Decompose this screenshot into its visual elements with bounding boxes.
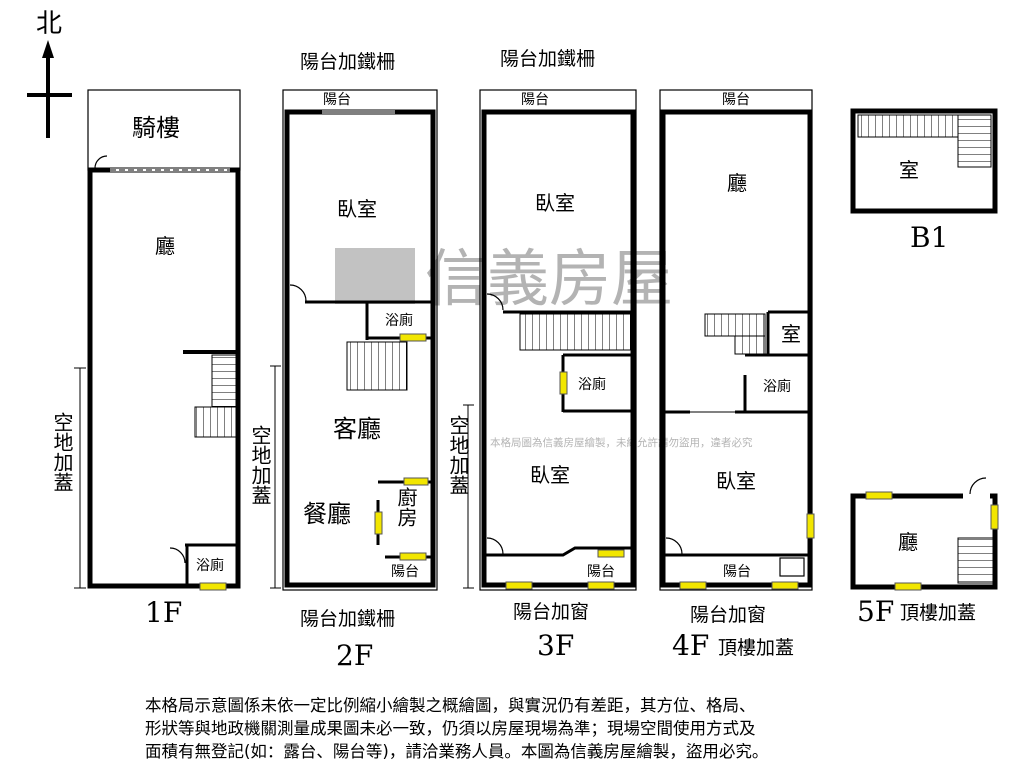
window xyxy=(587,581,615,590)
floor-label: 2F xyxy=(336,639,373,672)
stairs xyxy=(194,406,239,438)
annex-note: 空地加蓋 xyxy=(50,412,74,492)
north-arrow: 北 xyxy=(27,9,72,138)
room-kitchen: 廚房 xyxy=(394,486,418,527)
window xyxy=(771,581,799,590)
balcony-note: 陽台加鐵柵 xyxy=(300,608,395,630)
stairs xyxy=(734,335,766,355)
room-hall: 廳 xyxy=(727,171,747,195)
balcony-label: 陽台 xyxy=(521,92,549,108)
room-living: 客廳 xyxy=(333,415,381,443)
floor-5f: 廳 5F 頂樓加蓋 xyxy=(850,477,999,628)
disclaimer-line: 本格局示意圖係未依一定比例縮小繪製之概繪圖，與實況仍有差距，其方位、格局、 xyxy=(145,696,756,715)
window xyxy=(374,511,383,535)
floor-label: 4F xyxy=(672,629,709,662)
window xyxy=(990,504,999,530)
floor-1f: 騎樓 廳 浴廁 空地加蓋 1F xyxy=(50,89,241,629)
window xyxy=(559,371,568,395)
window xyxy=(399,333,427,342)
disclaimer-line: 形狀等與地政機關測量成果圖未必一致，仍須以房屋現場為準；現場空間使用方式及 xyxy=(145,719,756,738)
window xyxy=(865,491,893,500)
room-hall: 廳 xyxy=(898,530,918,554)
balcony-note: 陽台加鐵柵 xyxy=(500,48,595,70)
window xyxy=(505,581,533,590)
window xyxy=(806,513,815,539)
floor-label: 5F xyxy=(857,595,894,628)
floor-3f: 陽台加鐵柵 陽台 臥室 浴廁 臥室 陽台 空地加蓋 陽台加窗 3F xyxy=(446,48,637,662)
room-hall: 廳 xyxy=(155,234,175,258)
watermark-notice: 本格局圖為信義房屋繪製，未經允許請勿盜用，違者必究 xyxy=(490,436,753,449)
floor-4f: 陽台 廳 室 浴廁 臥室 陽台 陽台加窗 4F 頂樓加蓋 xyxy=(659,89,815,662)
room-bath: 浴廁 xyxy=(578,376,606,393)
window xyxy=(597,549,625,558)
balcony-label: 陽台 xyxy=(722,92,750,108)
window xyxy=(894,582,922,591)
stairs xyxy=(211,354,239,408)
balcony-note: 陽台加窗 xyxy=(690,604,766,626)
floor-label: B1 xyxy=(910,221,948,254)
disclaimer: 本格局示意圖係未依一定比例縮小繪製之概繪圖，與實況仍有差距，其方位、格局、 形狀… xyxy=(145,694,768,763)
room-bedroom: 臥室 xyxy=(535,191,575,215)
room-bath: 浴廁 xyxy=(196,557,224,574)
floor-label: 3F xyxy=(537,629,574,662)
floor-2f: 陽台加鐵柵 陽台 臥室 浴廁 客廳 餐廳 廚房 陽台 空地加蓋 陽台加鐵柵 2F xyxy=(248,51,438,672)
north-label: 北 xyxy=(36,9,62,39)
annex-note: 空地加蓋 xyxy=(248,425,272,505)
balcony-label: 陽台 xyxy=(587,564,615,580)
floor-note: 頂樓加蓋 xyxy=(900,602,976,624)
balcony-note: 陽台加鐵柵 xyxy=(300,51,395,73)
window xyxy=(403,477,429,486)
annex-note: 空地加蓋 xyxy=(446,415,470,495)
floor-label: 1F xyxy=(145,596,182,629)
room-bedroom: 臥室 xyxy=(530,463,570,487)
arrow-up-icon xyxy=(42,40,54,58)
stairs xyxy=(957,114,992,168)
room-dining: 餐廳 xyxy=(303,500,351,528)
balcony-label: 陽台 xyxy=(323,92,351,108)
floor-b1: 室 B1 xyxy=(850,108,998,254)
stairs xyxy=(519,313,633,351)
balcony-label: 陽台 xyxy=(723,564,751,580)
room-bath: 浴廁 xyxy=(385,312,413,329)
room-bedroom: 臥室 xyxy=(716,469,756,493)
room-room: 室 xyxy=(899,158,919,182)
room-bedroom: 臥室 xyxy=(337,197,377,221)
stairs xyxy=(704,313,766,337)
room-bath: 浴廁 xyxy=(763,378,791,395)
room-arcade: 騎樓 xyxy=(132,114,180,142)
stairs xyxy=(346,341,408,391)
watermark-logo xyxy=(335,248,415,304)
window xyxy=(399,552,427,561)
balcony-label: 陽台 xyxy=(391,564,419,580)
room-room: 室 xyxy=(781,322,801,346)
floor-note: 頂樓加蓋 xyxy=(718,637,794,659)
stairs xyxy=(857,114,959,138)
window xyxy=(199,582,227,591)
stairs xyxy=(957,537,994,584)
balcony-note: 陽台加窗 xyxy=(513,601,589,623)
window xyxy=(679,581,707,590)
disclaimer-line: 面積有無登記(如：露台、陽台等)，請洽業務人員。本圖為信義房屋繪製，盜用必究。 xyxy=(145,742,769,761)
